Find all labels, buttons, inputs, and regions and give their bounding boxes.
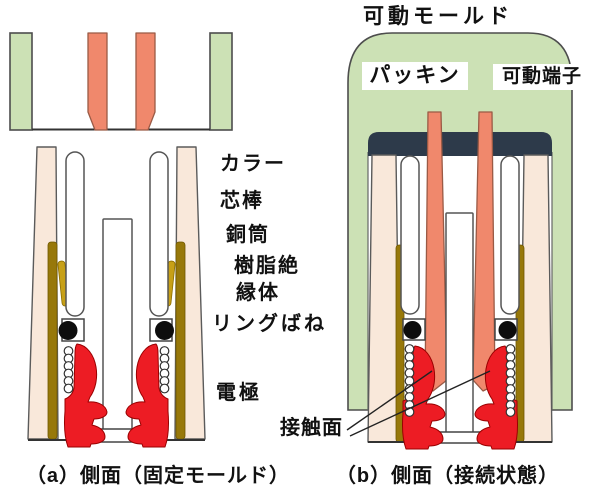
coil-spring-right-b — [505, 344, 516, 417]
fixed-mold-top — [9, 32, 233, 131]
fixed-terminal-right — [135, 32, 156, 131]
collar-left-b — [367, 154, 401, 443]
label-movable-mold: 可動モールド — [363, 5, 513, 28]
contact-surface-leader-left — [346, 370, 433, 431]
coil-spring-right — [159, 346, 170, 394]
ring-spring-right-b — [498, 321, 517, 339]
contact-surface-leader-right — [349, 370, 491, 437]
label-movable-terminal: 可動端子 — [493, 64, 591, 90]
copper-tube-left-b — [400, 155, 420, 315]
label-resin-insulator-1: 樹脂絶 — [234, 255, 300, 277]
fixed-mold-wall-right — [209, 32, 233, 131]
label-copper-tube: 銅筒 — [226, 224, 270, 246]
fixed-terminal-left — [87, 32, 108, 131]
coil-spring-left-b — [404, 344, 415, 417]
ring-spring-left — [58, 321, 78, 340]
label-resin-insulator-2: 縁体 — [236, 282, 280, 304]
caption-a: （a）側面（固定モールド） — [25, 465, 291, 487]
caption-b: （b）側面（接続状態） — [335, 465, 560, 487]
label-ring-spring: リングばね — [212, 313, 327, 335]
label-contact-surface: 接触面 — [280, 417, 343, 439]
packing-band — [368, 132, 552, 156]
core-rod — [102, 218, 133, 431]
movable-mold-assembly — [346, 32, 573, 450]
ring-spring-left-b — [403, 321, 422, 339]
copper-tube-right-b — [500, 155, 520, 315]
fixed-mold-wall-left — [9, 32, 33, 131]
ring-spring-right — [155, 321, 174, 340]
label-electrode: 電極 — [216, 382, 262, 404]
collar-right-b — [519, 154, 553, 443]
label-collar: カラー — [220, 153, 286, 175]
copper-tube-right — [149, 151, 169, 317]
label-core-rod: 芯棒 — [220, 190, 264, 212]
coil-spring-left — [63, 346, 74, 394]
core-rod-b — [445, 212, 474, 434]
copper-tube-left — [65, 151, 85, 317]
copper-strip-left — [47, 241, 58, 440]
label-packing: パッキン — [362, 62, 468, 90]
copper-strip-right — [175, 241, 186, 440]
fixed-side-assembly — [27, 146, 206, 448]
